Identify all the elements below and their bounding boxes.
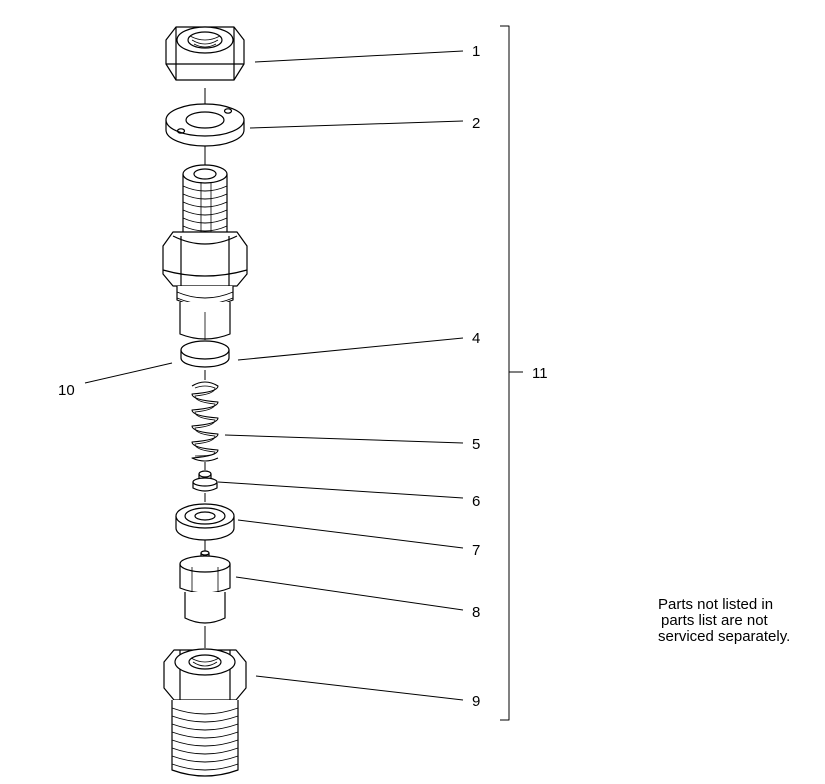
part-4-seal (180, 340, 230, 368)
part-7-seat (175, 503, 235, 541)
valve-body (162, 164, 248, 340)
callout-9: 9 (472, 693, 480, 710)
callout-1: 1 (472, 43, 480, 60)
callout-numbers: 1 2 4 10 5 6 7 8 9 11 (58, 43, 548, 710)
callout-10: 10 (58, 382, 75, 399)
callout-7: 7 (472, 542, 480, 559)
part-9-fitting (163, 648, 247, 777)
bracket-11 (500, 25, 523, 721)
callout-8: 8 (472, 604, 480, 621)
callout-5: 5 (472, 436, 480, 453)
callout-2: 2 (472, 115, 480, 132)
part-5-spring (191, 381, 219, 462)
leader-lines (84, 50, 464, 701)
part-1-hex-nut (165, 26, 245, 81)
part-6-poppet (192, 470, 218, 492)
part-2-washer (165, 103, 245, 147)
callout-6: 6 (472, 493, 480, 510)
part-8-housing (179, 550, 231, 624)
service-note-line-3: serviced separately. (658, 628, 791, 645)
callout-11: 11 (532, 365, 548, 382)
callout-4: 4 (472, 330, 480, 347)
service-note: Parts not listed in parts list are not s… (658, 597, 790, 645)
service-note-line-2: parts list are not (661, 612, 768, 629)
service-note-line-1: Parts not listed in (658, 596, 774, 613)
